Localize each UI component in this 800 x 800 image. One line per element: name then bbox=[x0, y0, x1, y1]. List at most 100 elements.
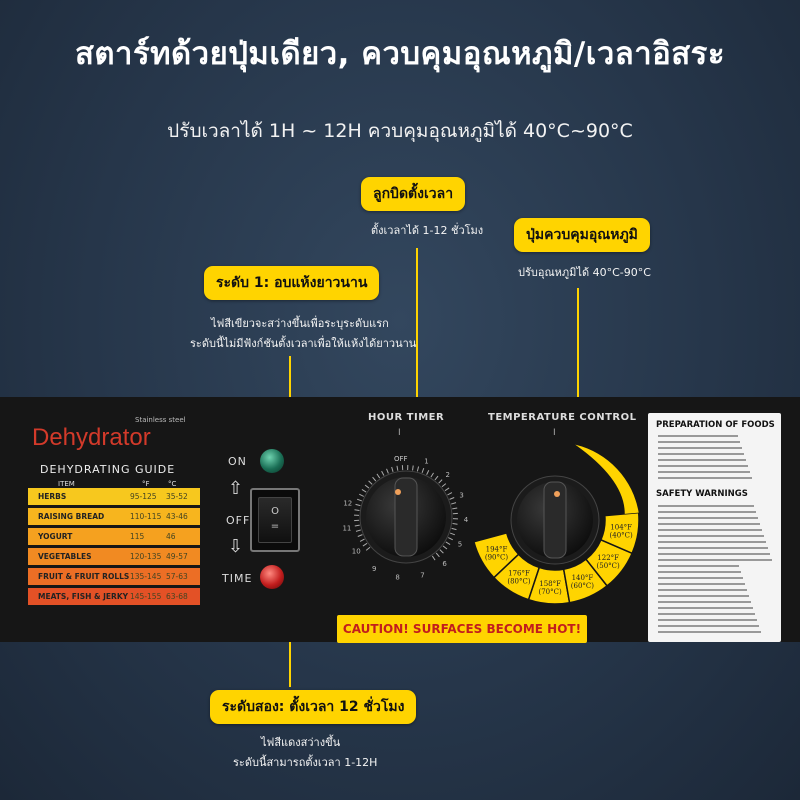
notes-text-line bbox=[658, 607, 753, 609]
notes-text-line bbox=[658, 577, 743, 579]
notes-text-line bbox=[658, 619, 757, 621]
timer-tick-mark bbox=[365, 546, 371, 551]
hour-timer-title: HOUR TIMER bbox=[368, 412, 445, 423]
notes-text-line bbox=[658, 625, 759, 627]
on-label: ON bbox=[228, 455, 247, 468]
temperature-mark-f: 122°F bbox=[597, 554, 619, 562]
timer-tick-mark bbox=[448, 537, 453, 541]
temp-knob-callout-caption: ปรับอุณหภูมิได้ 40°C-90°C bbox=[518, 266, 651, 279]
guide-row-c: 63-68 bbox=[166, 592, 188, 601]
temperature-scale-tail bbox=[575, 444, 639, 514]
timer-tick-mark bbox=[412, 465, 414, 471]
level2-callout-label: ระดับสอง: ตั้งเวลา 12 ชั่วโมง bbox=[210, 690, 417, 724]
timer-tick-mark bbox=[434, 475, 439, 481]
notes-text-line bbox=[658, 447, 742, 449]
notes-title-safety: SAFETY WARNINGS bbox=[656, 489, 748, 499]
instruction-label: PREPARATION OF FOODS SAFETY WARNINGS bbox=[648, 413, 781, 642]
red-indicator-light bbox=[260, 565, 284, 589]
timer-tick-mark bbox=[426, 470, 430, 475]
notes-text-line bbox=[658, 453, 744, 455]
notes-text-line bbox=[658, 547, 768, 549]
notes-text-line bbox=[658, 523, 760, 525]
notes-text-line bbox=[658, 541, 766, 543]
temperature-mark-c: (80°C) bbox=[507, 578, 530, 586]
arrow-down-icon: ⇩ bbox=[228, 536, 244, 557]
notes-text-line bbox=[658, 559, 772, 561]
temperature-mark-f: 140°F bbox=[572, 574, 594, 582]
guide-row-c: 35-52 bbox=[166, 492, 188, 501]
timer-hour-number: 5 bbox=[458, 540, 462, 548]
timer-tick-mark bbox=[442, 545, 448, 550]
timer-tick-mark bbox=[416, 466, 420, 472]
notes-text-line bbox=[658, 565, 739, 567]
notes-text-line bbox=[658, 517, 758, 519]
guide-row-f: 120-135 bbox=[130, 552, 162, 561]
level1-callout-caption-1: ไฟสีเขียวจะสว่างขึ้นเพื่อระบุระดับแรก bbox=[211, 317, 389, 330]
guide-header-c: °C bbox=[168, 480, 177, 488]
guide-row-c: 57-63 bbox=[166, 572, 188, 581]
power-rocker-switch[interactable]: O = bbox=[258, 497, 292, 543]
timer-tick-mark bbox=[421, 467, 425, 474]
notes-text-line bbox=[658, 589, 747, 591]
level2-callout-caption-2: ระดับนี้สามารถตั้งเวลา 1-12H bbox=[233, 756, 378, 769]
notes-text-line bbox=[658, 511, 756, 513]
headline: สตาร์ทด้วยปุ่มเดียว, ควบคุมอุณหภูมิ/เวลา… bbox=[75, 36, 725, 72]
guide-row-f: 110-115 bbox=[130, 512, 162, 521]
timer-knob[interactable] bbox=[359, 470, 453, 564]
notes-text-line bbox=[658, 583, 745, 585]
timer-tick-mark bbox=[452, 507, 458, 510]
notes-text-line bbox=[658, 613, 755, 615]
timer-tick-mark bbox=[362, 542, 368, 547]
timer-hour-number: 1 bbox=[424, 458, 428, 466]
guide-row-item: MEATS, FISH & JERKY bbox=[38, 592, 129, 601]
temperature-mark-c: (90°C) bbox=[485, 554, 508, 562]
timer-tick-mark bbox=[359, 538, 365, 542]
timer-tick-mark bbox=[381, 470, 385, 476]
timer-callout-line bbox=[416, 248, 418, 470]
timer-tick-mark bbox=[361, 489, 367, 493]
timer-tick-mark bbox=[451, 502, 457, 505]
notes-text-line bbox=[658, 471, 750, 473]
timer-tick-mark bbox=[359, 493, 364, 497]
guide-row-f: 135-145 bbox=[130, 572, 162, 581]
timer-hour-number: 11 bbox=[342, 524, 351, 532]
notes-text-line bbox=[658, 601, 751, 603]
timer-tick-mark bbox=[354, 524, 360, 527]
notes-title-preparation: PREPARATION OF FOODS bbox=[656, 420, 775, 430]
timer-tick-mark bbox=[445, 541, 451, 545]
notes-text-line bbox=[658, 441, 740, 443]
brand-subtitle: Stainless steel bbox=[135, 416, 186, 424]
timer-tick-mark bbox=[438, 479, 443, 484]
timer-tick-mark bbox=[430, 472, 434, 478]
timer-hour-number: 6 bbox=[442, 560, 447, 568]
timer-tick-mark bbox=[368, 480, 373, 485]
timer-off-label: OFF bbox=[394, 455, 408, 463]
timer-hour-number: 4 bbox=[464, 516, 469, 524]
timer-tick-mark bbox=[435, 552, 440, 558]
off-label: OFF bbox=[226, 514, 251, 527]
timer-tick-mark bbox=[357, 534, 363, 537]
guide-row-item: YOGURT bbox=[38, 532, 73, 541]
timer-tick-mark bbox=[354, 509, 360, 511]
notes-text-line bbox=[658, 477, 752, 479]
guide-header-f: °F bbox=[142, 480, 150, 488]
notes-text-line bbox=[658, 631, 761, 633]
guide-header-item: ITEM bbox=[58, 480, 75, 488]
timer-hour-number: 8 bbox=[395, 573, 399, 581]
timer-tick-mark bbox=[447, 492, 453, 496]
temperature-knob[interactable] bbox=[510, 475, 600, 565]
temperature-mark-c: (40°C) bbox=[610, 532, 633, 540]
timer-tick-mark bbox=[355, 503, 361, 507]
timer-knob-callout-label: ลูกบิดตั้งเวลา bbox=[361, 177, 466, 211]
notes-text-line bbox=[658, 571, 741, 573]
timer-tick-mark bbox=[449, 532, 456, 536]
timer-tick-mark bbox=[452, 523, 458, 525]
hour-timer-tick: I bbox=[398, 428, 401, 438]
guide-row-f: 115 bbox=[130, 532, 145, 541]
arrow-up-icon: ⇧ bbox=[228, 478, 244, 499]
